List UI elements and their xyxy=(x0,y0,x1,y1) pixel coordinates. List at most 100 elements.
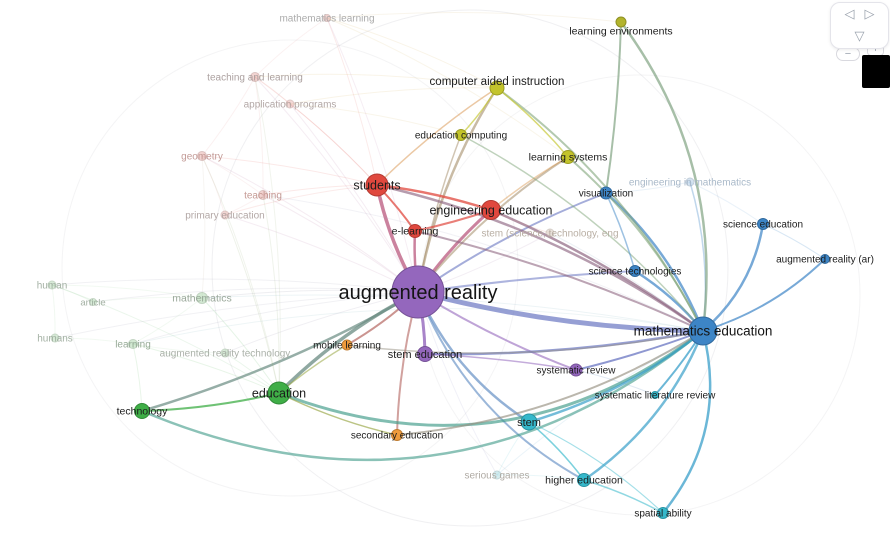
edge-ap-ar xyxy=(289,103,419,293)
label-slr[interactable]: systematic literature review xyxy=(595,391,716,402)
label-hums[interactable]: humans xyxy=(37,334,73,345)
node-lrn[interactable] xyxy=(128,339,138,349)
node-ec[interactable] xyxy=(455,129,467,141)
node-le[interactable] xyxy=(615,16,627,28)
edge-pe-edu xyxy=(224,214,280,394)
label-ml[interactable]: mathematics learning xyxy=(279,14,374,25)
edge-sr-slr xyxy=(575,369,656,396)
node-pe[interactable] xyxy=(220,210,230,220)
label-ap[interactable]: application programs xyxy=(244,100,337,111)
node-sec[interactable] xyxy=(391,429,403,441)
label-eim[interactable]: engineering in mathematics xyxy=(629,178,751,189)
label-art2[interactable]: augmented reality technology xyxy=(160,349,291,360)
edge-ar-he xyxy=(417,291,585,481)
edge-stu-cai xyxy=(376,87,498,186)
node-ee[interactable] xyxy=(481,200,501,220)
node-ar[interactable] xyxy=(391,265,445,319)
edge-tech-me xyxy=(140,329,705,462)
label-edu[interactable]: education xyxy=(252,386,306,400)
node-ml[interactable] xyxy=(323,14,331,22)
node-ls[interactable] xyxy=(561,150,575,164)
node-vis[interactable] xyxy=(599,186,613,200)
node-el[interactable] xyxy=(408,224,422,238)
node-geo[interactable] xyxy=(197,151,207,161)
label-cai[interactable]: computer aided instruction xyxy=(430,76,565,88)
label-vis[interactable]: visualization xyxy=(579,189,633,200)
node-se[interactable] xyxy=(757,218,769,230)
label-sed[interactable]: stem education xyxy=(388,349,463,361)
edge-edu-sec xyxy=(278,392,398,436)
label-hum[interactable]: human xyxy=(37,281,68,292)
pan-down-button[interactable]: ▽ xyxy=(831,30,888,44)
label-stm[interactable]: stem xyxy=(517,417,541,429)
label-arar[interactable]: augmented reality (ar) xyxy=(776,255,874,266)
label-he[interactable]: higher education xyxy=(545,475,623,487)
node-me[interactable] xyxy=(688,316,718,346)
label-tech[interactable]: technology xyxy=(117,406,169,418)
node-stu[interactable] xyxy=(365,173,389,197)
label-sr[interactable]: systematic review xyxy=(537,366,617,377)
label-tl[interactable]: teaching and learning xyxy=(207,73,303,84)
node-slr[interactable] xyxy=(651,391,659,399)
label-math[interactable]: mathematics xyxy=(172,293,232,305)
label-me[interactable]: mathematics education xyxy=(634,324,773,339)
node-st[interactable] xyxy=(629,265,641,277)
node-art2[interactable] xyxy=(220,348,230,358)
label-le[interactable]: learning environments xyxy=(569,26,672,38)
edge-ee-me xyxy=(489,208,705,333)
label-el[interactable]: e-learning xyxy=(392,226,439,238)
node-sr[interactable] xyxy=(569,363,583,377)
edge-tl-cai xyxy=(254,73,498,89)
node-art[interactable] xyxy=(89,298,97,306)
node-edu[interactable] xyxy=(267,381,291,405)
node-stm[interactable] xyxy=(520,413,538,431)
edge-hum-math xyxy=(51,284,203,299)
label-ls[interactable]: learning systems xyxy=(529,152,608,164)
node-sa[interactable] xyxy=(657,507,669,519)
edge-geo-stu xyxy=(201,155,378,186)
label-pe[interactable]: primary education xyxy=(185,211,264,222)
node-hum[interactable] xyxy=(47,280,57,290)
edge-math-lrn xyxy=(132,297,203,345)
node-hums[interactable] xyxy=(50,333,60,343)
label-geo[interactable]: geometry xyxy=(181,152,223,163)
edge-sec-me xyxy=(396,330,704,436)
label-ar[interactable]: augmented reality xyxy=(339,282,498,304)
label-se[interactable]: science education xyxy=(723,220,803,231)
label-art[interactable]: article xyxy=(80,297,105,308)
node-tl[interactable] xyxy=(250,72,260,82)
node-sg[interactable] xyxy=(492,470,502,480)
node-eim[interactable] xyxy=(685,177,695,187)
node-math[interactable] xyxy=(196,292,208,304)
zoom-out-button[interactable]: − xyxy=(836,47,860,61)
label-ec[interactable]: education computing xyxy=(415,131,507,142)
label-tea[interactable]: teaching xyxy=(244,191,282,202)
node-cai[interactable] xyxy=(489,80,505,96)
node-tech[interactable] xyxy=(134,403,150,419)
node-he[interactable] xyxy=(577,473,591,487)
pan-right-button[interactable]: ▷ xyxy=(860,7,880,22)
pan-left-button[interactable]: ◁ xyxy=(840,7,860,22)
cluster-ring xyxy=(211,9,729,527)
label-mob[interactable]: mobile learning xyxy=(313,341,381,352)
label-lrn[interactable]: learning xyxy=(115,340,151,351)
edge-he-me xyxy=(582,329,705,482)
edge-vis-st xyxy=(605,192,636,272)
label-sec[interactable]: secondary education xyxy=(351,431,443,442)
node-stem_sci[interactable] xyxy=(545,228,555,238)
node-ap[interactable] xyxy=(285,99,295,109)
label-ee[interactable]: engineering education xyxy=(429,203,552,217)
label-sg[interactable]: serious games xyxy=(464,471,529,482)
label-stu[interactable]: students xyxy=(353,178,400,192)
edge-stu-ee xyxy=(375,183,493,212)
node-mob[interactable] xyxy=(341,339,353,351)
node-tea[interactable] xyxy=(258,190,268,200)
node-arar[interactable] xyxy=(820,254,830,264)
label-st[interactable]: science technologies xyxy=(589,267,682,278)
edge-eim-vis xyxy=(605,181,691,194)
label-stem_sci[interactable]: stem (science, technology, eng xyxy=(481,229,618,240)
edge-lrn-tech xyxy=(132,343,143,412)
label-sa[interactable]: spatial ability xyxy=(634,509,691,520)
node-sed[interactable] xyxy=(417,346,433,362)
